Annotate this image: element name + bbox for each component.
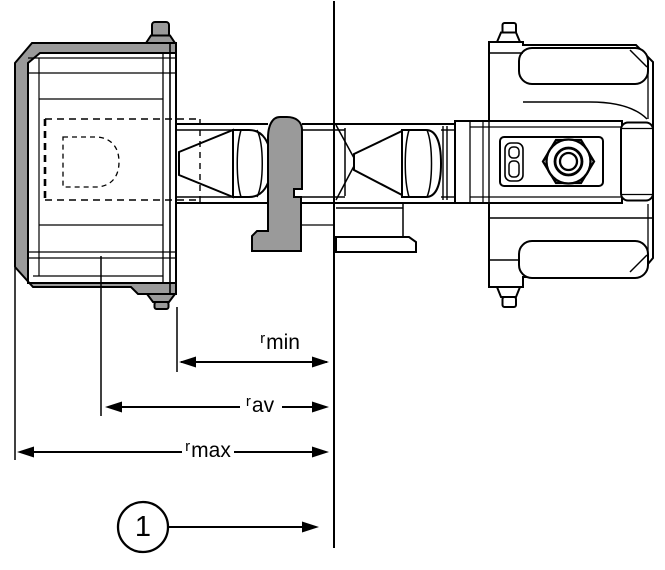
- dim-label-r-max-text: max: [191, 439, 231, 462]
- dim-label-r-min-text: min: [266, 331, 300, 354]
- callout-1-leader: [116, 500, 319, 554]
- dim-label-r-av-sup: r: [245, 393, 251, 410]
- base-plate: [335, 236, 417, 253]
- dimension-r-av: [105, 401, 329, 413]
- flywheel-housing: [14, 21, 177, 310]
- right-coupling-barrel: [401, 129, 443, 198]
- upper-flange-panel: [518, 47, 649, 85]
- shell-top-bolt: [495, 22, 522, 43]
- gimbal-housing: [454, 120, 654, 204]
- housing-end-cap: [620, 121, 654, 202]
- cover-latch: [504, 142, 524, 182]
- shaft-support-bracket: [251, 116, 303, 252]
- hex-nut: [541, 138, 596, 185]
- callout-number: 1: [134, 511, 152, 543]
- drum-top-bolt: [144, 21, 177, 44]
- right-coupling-cone: [353, 129, 403, 197]
- dim-label-r-av-text: av: [251, 394, 275, 417]
- right-u-joint-coupling: [335, 124, 448, 201]
- dim-label-r-min-sup: r: [260, 330, 266, 347]
- dim-label-r-max: rmax: [164, 438, 252, 464]
- pedestal-base: [302, 204, 417, 253]
- dimension-r-max: [17, 446, 329, 458]
- lower-flange-panel: [518, 240, 649, 279]
- left-u-joint-coupling: [178, 128, 273, 199]
- drive-shaft-tube: [176, 123, 455, 204]
- dim-label-r-av: rav: [216, 393, 304, 419]
- dim-label-r-min: rmin: [236, 330, 324, 356]
- extension-lines: [14, 256, 178, 460]
- left-coupling-cone: [178, 128, 234, 199]
- dimension-r-min: [179, 356, 329, 368]
- drum-bottom-bolt: [145, 293, 177, 310]
- dim-label-r-max-sup: r: [185, 438, 191, 455]
- shell-bottom-bolt: [495, 286, 522, 308]
- drum-body: [28, 53, 176, 283]
- hidden-detail-dashed: [43, 118, 201, 203]
